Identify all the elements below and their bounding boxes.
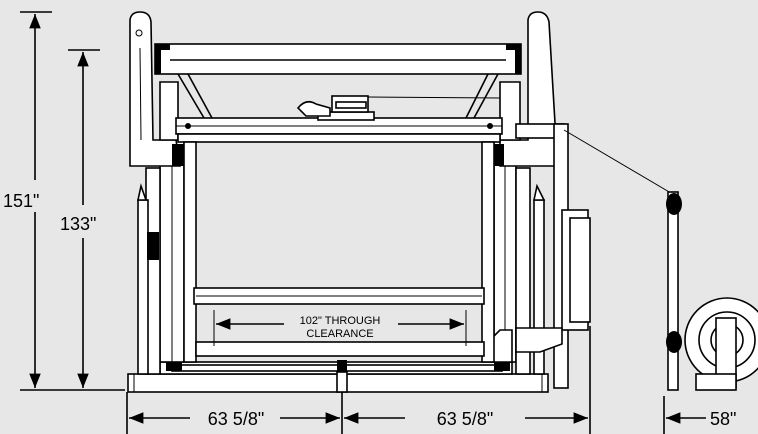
overall-height-dimension	[20, 11, 125, 391]
inner-frame	[183, 141, 495, 363]
right-half-width-label: 63 5/8"	[437, 409, 493, 429]
overall-height-label: 151"	[3, 191, 39, 211]
width-dimensions	[126, 326, 706, 434]
right-tower	[489, 11, 557, 375]
top-frame	[154, 43, 522, 143]
side-view	[666, 191, 758, 391]
clearance-note-line2: CLEARANCE	[306, 328, 373, 340]
side-drive-unit	[515, 123, 677, 389]
left-tower	[129, 11, 186, 375]
side-depth-label: 58"	[710, 409, 736, 429]
clearance-dimension	[213, 310, 467, 346]
left-half-width-label: 63 5/8"	[208, 409, 264, 429]
clearance-note-line1: 102" THROUGH	[300, 315, 381, 327]
inner-height-label: 133"	[60, 214, 96, 234]
head-assembly	[296, 95, 501, 121]
inner-height-dimension	[68, 49, 100, 388]
